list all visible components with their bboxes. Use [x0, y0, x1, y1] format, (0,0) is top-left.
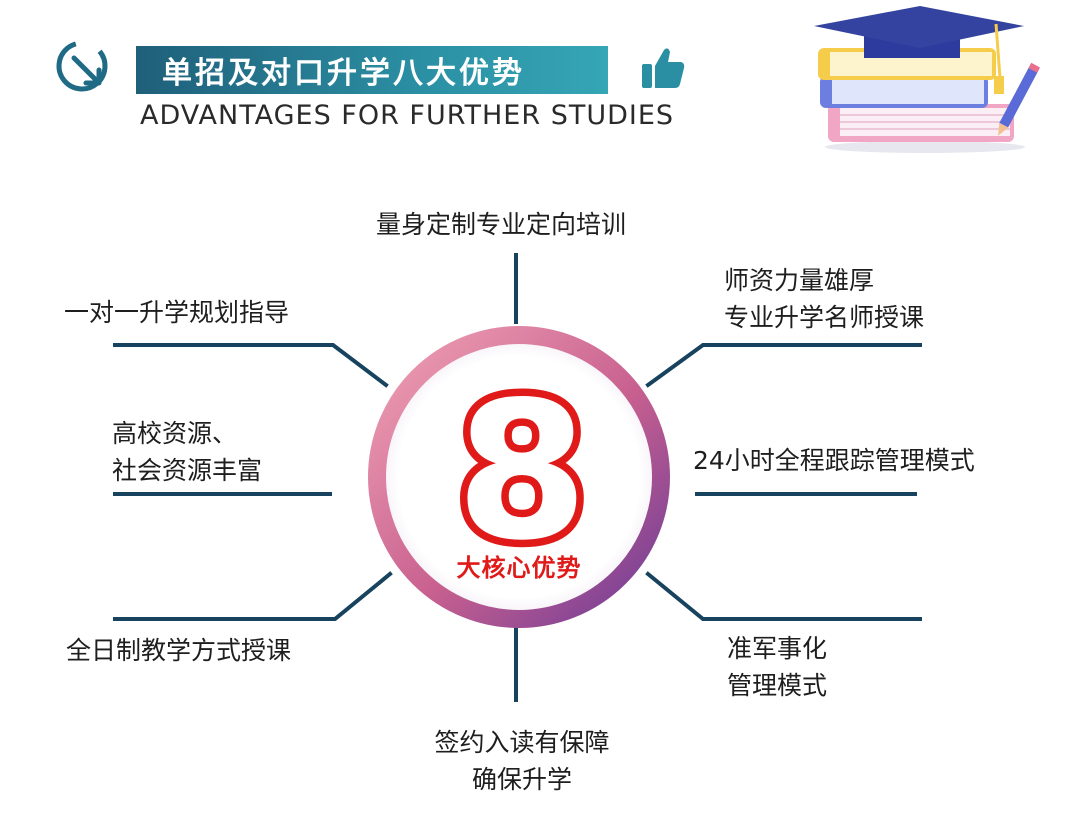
advantage-bottom-left: 全日制教学方式授课	[66, 632, 291, 669]
advantage-top-left: 一对一升学规划指导	[64, 294, 289, 331]
advantage-line: 师资力量雄厚	[724, 266, 875, 295]
connector-bottom-left	[113, 571, 393, 621]
advantage-left: 高校资源、 社会资源丰富	[112, 415, 262, 489]
center-number: 8	[456, 361, 588, 582]
advantage-line: 专业升学名师授课	[724, 303, 925, 332]
connector-top-left	[113, 343, 389, 388]
advantage-top: 量身定制专业定向培训	[376, 206, 626, 243]
advantage-line: 一对一升学规划指导	[64, 298, 290, 327]
advantage-line: 签约入读有保障	[434, 728, 610, 757]
advantage-line: 管理模式	[727, 671, 828, 700]
center-ring	[368, 326, 670, 628]
advantage-top-right: 师资力量雄厚 专业升学名师授课	[724, 262, 924, 336]
advantage-line: 高校资源、	[112, 419, 238, 448]
page-subtitle: ADVANTAGES FOR FURTHER STUDIES	[140, 100, 675, 131]
advantage-bottom: 签约入读有保障 确保升学	[414, 724, 630, 798]
graduation-books-icon	[810, 4, 1041, 154]
center-caption: 大核心优势	[456, 554, 582, 582]
thumbs-up-icon	[640, 44, 686, 90]
advantage-line: 准军事化	[727, 634, 828, 663]
advantage-line: 确保升学	[471, 765, 572, 794]
connector-bottom-right	[645, 571, 922, 621]
advantage-line: 24小时全程跟踪管理模式	[693, 446, 975, 475]
advantage-line: 社会资源丰富	[112, 456, 263, 485]
page-title: 单招及对口升学八大优势	[136, 46, 608, 94]
advantage-bottom-right: 准军事化 管理模式	[727, 630, 827, 704]
advantage-right: 24小时全程跟踪管理模式	[693, 442, 975, 479]
connector-top-right	[645, 343, 922, 388]
advantage-line: 量身定制专业定向培训	[376, 210, 627, 239]
advantage-line: 全日制教学方式授课	[66, 636, 292, 665]
arrow-circle-icon	[54, 38, 110, 94]
